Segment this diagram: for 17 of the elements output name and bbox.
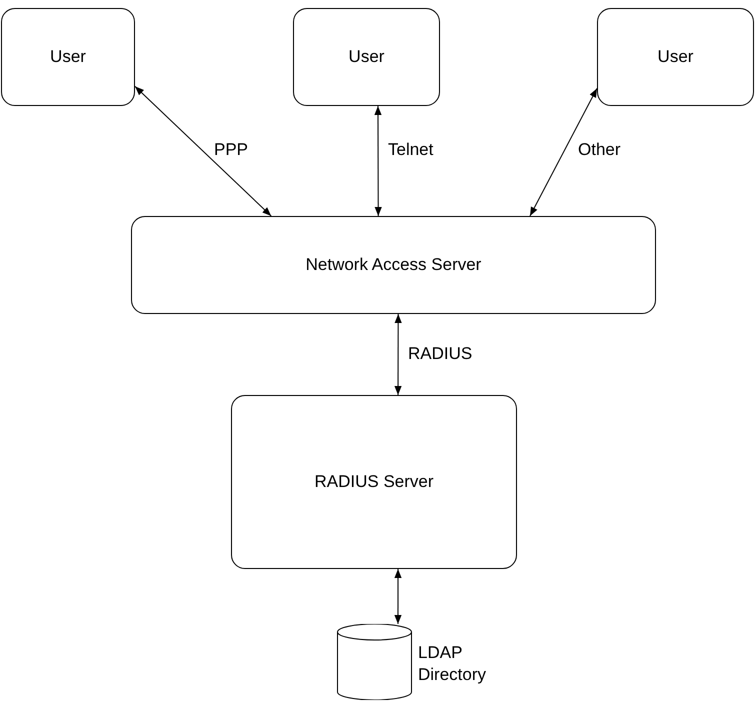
node-text: User [348, 47, 384, 67]
process-box [293, 8, 440, 106]
arrow [530, 88, 598, 216]
arrow [394, 314, 402, 396]
node-text: User [658, 47, 694, 67]
cylinder-symbol [337, 624, 412, 700]
node-text: Network Access Server [306, 255, 482, 275]
arrow [394, 568, 402, 624]
process-box [1, 8, 135, 106]
node-caption: LDAP Directory [418, 642, 488, 686]
process-box [231, 395, 517, 569]
arrow [374, 106, 382, 216]
node-text: User [50, 47, 86, 67]
process-box [597, 8, 754, 106]
node-text: RADIUS Server [314, 472, 434, 492]
process-box [131, 216, 656, 314]
arrow [134, 86, 272, 216]
